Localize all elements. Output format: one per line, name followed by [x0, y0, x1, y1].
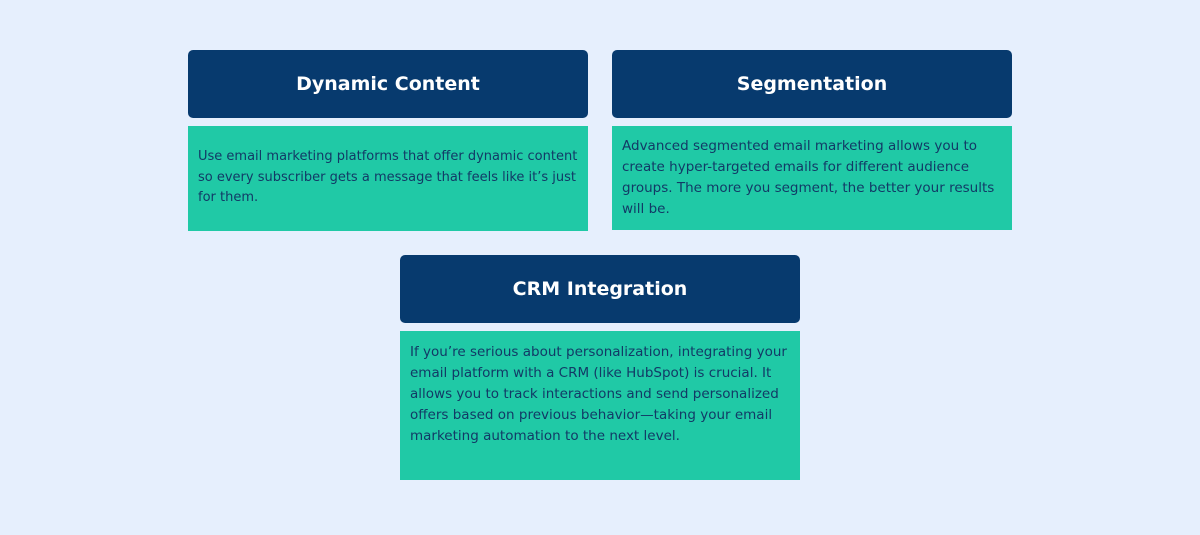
- card-description: Advanced segmented email marketing allow…: [612, 126, 1012, 230]
- card-title: CRM Integration: [400, 255, 800, 323]
- card-title: Dynamic Content: [188, 50, 588, 118]
- card-description: If you’re serious about personalization,…: [400, 331, 800, 480]
- card-title: Segmentation: [612, 50, 1012, 118]
- card-segmentation: Segmentation Advanced segmented email ma…: [612, 50, 1012, 230]
- card-dynamic-content: Dynamic Content Use email marketing plat…: [188, 50, 588, 231]
- card-crm-integration: CRM Integration If you’re serious about …: [400, 255, 800, 480]
- card-description: Use email marketing platforms that offer…: [188, 126, 588, 231]
